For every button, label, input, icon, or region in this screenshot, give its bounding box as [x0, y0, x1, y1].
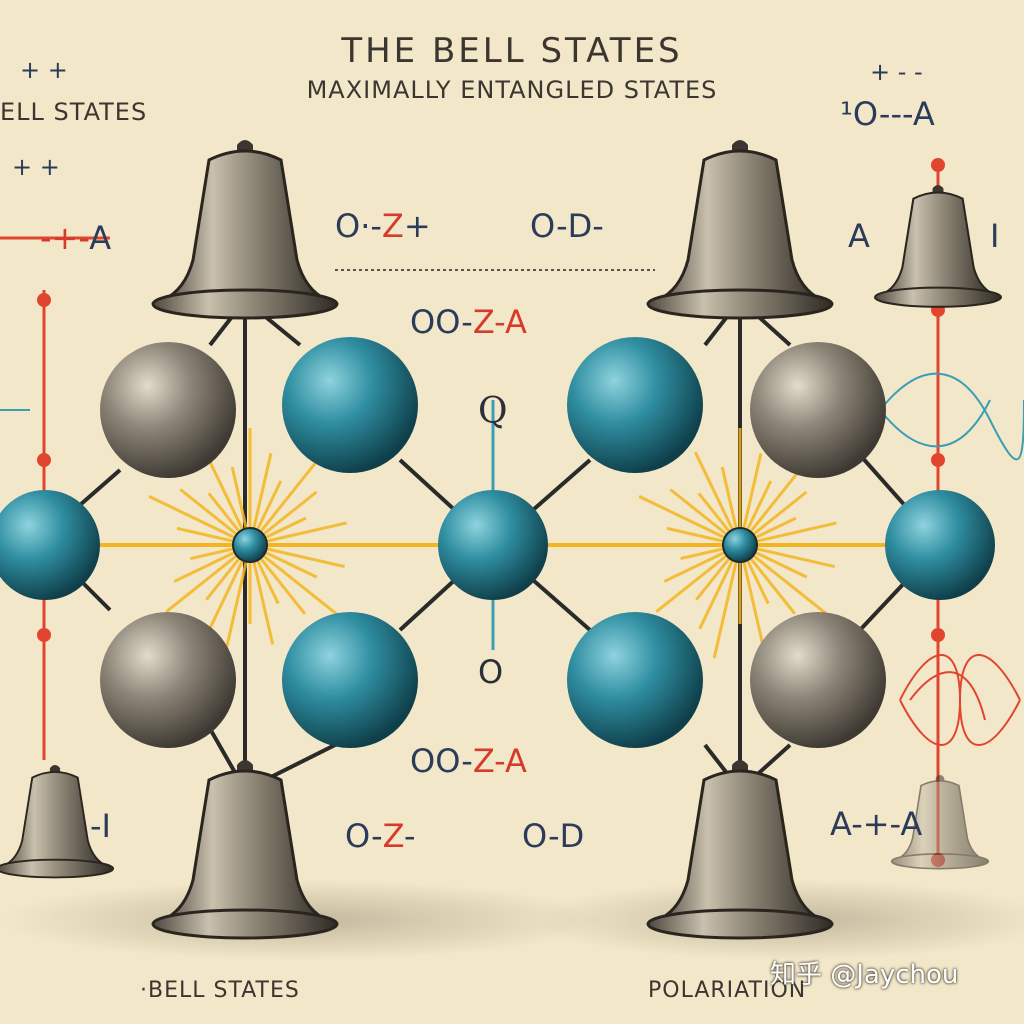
n1-part-2: + — [403, 207, 431, 245]
rays-right-ray — [739, 543, 828, 616]
page-title: THE BELL STATES — [341, 31, 683, 71]
notation-5: O-Z- — [345, 820, 416, 852]
bell-bottom-left — [151, 760, 339, 940]
n13-part-0: A — [848, 217, 870, 255]
center-top-symbol: Q — [478, 391, 508, 432]
n10-part-1: I — [101, 807, 111, 845]
page-subtitle: MAXIMALLY ENTANGLED STATES — [306, 76, 718, 104]
small-node-left — [232, 527, 268, 563]
n11-part-0: + - - — [870, 58, 923, 86]
gray-sphere-top-left — [100, 342, 236, 478]
n9-part-0: -+ — [40, 219, 79, 257]
n7-part-0: + + — [20, 56, 68, 84]
n5-part-2: - — [403, 817, 416, 855]
n5-part-1: Z — [382, 817, 404, 855]
rays-left-ray — [222, 544, 252, 659]
notation-15: A-+-A — [830, 808, 922, 840]
notation-8: + + — [12, 155, 60, 179]
bell-top-right — [646, 140, 834, 320]
n1-part-0: O·- — [335, 207, 382, 245]
rays-left-ray — [148, 495, 251, 547]
notation-4: OO-Z-A — [410, 745, 527, 777]
n2-part-1: -D- — [556, 207, 604, 245]
teal-sphere-far-right — [885, 490, 995, 600]
gray-sphere-top-right — [750, 342, 886, 478]
n12-part-0: ¹O---A — [840, 95, 935, 133]
rays-left-ray — [248, 459, 319, 546]
notation-6: O-D — [522, 820, 584, 852]
notation-1: O·-Z+ — [335, 210, 431, 242]
bottom-right-label: POLARIATION — [648, 978, 807, 1003]
notation-2: O-D- — [530, 210, 604, 242]
corner-label: ELL STATES — [0, 98, 148, 126]
teal-sphere-top-left — [282, 337, 418, 473]
n3-part-2: A — [505, 303, 527, 341]
bell-top-left — [151, 140, 339, 320]
n6-part-0: O — [522, 817, 549, 855]
teal-sphere-far-left — [0, 490, 100, 600]
n15-part-2: A — [900, 805, 923, 843]
n4-part-0: OO- — [410, 742, 473, 780]
n9-part-2: A — [89, 219, 112, 257]
n6-part-1: -D — [548, 817, 585, 855]
n10-part-0: - — [90, 807, 102, 845]
n15-part-0: A — [830, 805, 852, 843]
rays-right-ray — [738, 459, 809, 546]
notation-13: A — [848, 220, 870, 252]
rays-right-ray — [712, 544, 742, 659]
bottom-left-label: ·BELL STATES — [140, 978, 300, 1003]
notation-11: + - - — [870, 60, 923, 84]
teal-sphere-bottom-right — [567, 612, 703, 748]
n4-part-2: A — [505, 742, 527, 780]
notation-9: -+-A — [40, 222, 111, 254]
bell-bottom-right — [646, 760, 834, 940]
notation-10: -I — [90, 810, 111, 842]
n1-part-1: Z — [381, 207, 404, 245]
n9-part-1: - — [78, 219, 90, 257]
rays-left-ray — [249, 543, 338, 616]
floor-shadow-group — [0, 880, 1024, 960]
n8-part-0: + + — [12, 153, 60, 181]
gray-sphere-bottom-right — [750, 612, 886, 748]
notation-3: OO-Z-A — [410, 306, 527, 338]
bell-small-right — [874, 185, 1002, 308]
center-bottom-symbol: O — [478, 653, 504, 691]
n2-part-0: O — [530, 207, 557, 245]
notation-14: I — [990, 220, 999, 252]
small-node-right — [722, 527, 758, 563]
teal-sphere-center — [438, 490, 548, 600]
teal-sphere-top-right — [567, 337, 703, 473]
teal-sphere-bottom-left — [282, 612, 418, 748]
n15-part-1: -+- — [851, 805, 901, 843]
teal-wave — [0, 372, 1024, 461]
n3-part-0: OO- — [410, 303, 473, 341]
notation-7: + + — [20, 58, 68, 82]
red-wave — [899, 654, 1021, 746]
notation-12: ¹O---A — [840, 98, 935, 130]
gray-sphere-bottom-left — [100, 612, 236, 748]
n5-part-0: O- — [345, 817, 383, 855]
rays-right-ray — [638, 495, 741, 547]
watermark: 知乎 @Jaychou — [770, 960, 959, 990]
n3-part-1: Z- — [472, 303, 506, 341]
n4-part-1: Z- — [472, 742, 506, 780]
n14-part-0: I — [990, 217, 1000, 255]
